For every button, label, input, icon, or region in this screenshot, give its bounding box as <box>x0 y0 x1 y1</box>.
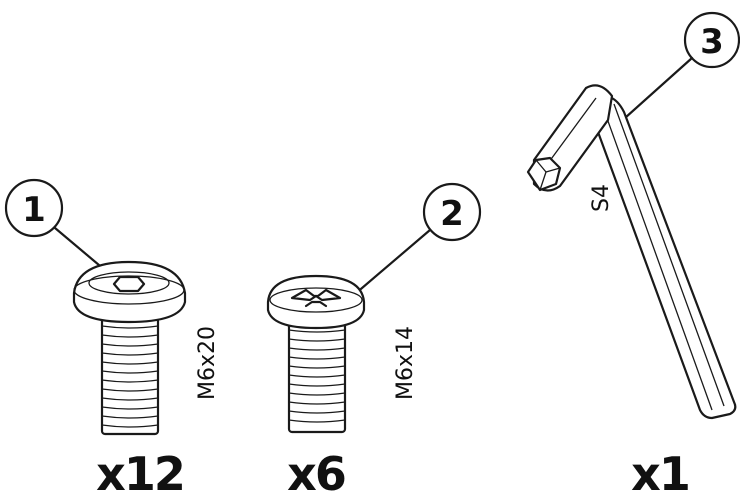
thread-line <box>101 406 159 410</box>
callout-2-bubble: 2 <box>422 182 482 242</box>
thread-line <box>101 361 159 365</box>
part-2-spec: M6x14 <box>393 326 418 400</box>
callout-3-leader <box>614 56 694 128</box>
thread-line <box>101 334 159 338</box>
thread-line <box>101 325 159 329</box>
thread-line <box>101 415 159 419</box>
thread-line <box>288 392 346 396</box>
callout-1-bubble: 1 <box>4 178 64 238</box>
part-1: 1 M6x20 x12 <box>4 178 220 497</box>
callout-1-number: 1 <box>22 190 46 230</box>
thread-line <box>101 343 159 347</box>
part-3-spec: S4 <box>589 184 614 212</box>
thread-line <box>101 370 159 374</box>
thread-line <box>288 401 346 405</box>
part-1-quantity: x12 <box>96 447 184 497</box>
part-3-quantity: x1 <box>631 447 689 497</box>
part-2-quantity: x6 <box>287 447 345 497</box>
callout-2-number: 2 <box>440 194 464 234</box>
thread-line <box>288 419 346 423</box>
thread-line <box>288 365 346 369</box>
callout-3-number: 3 <box>700 22 724 62</box>
thread-line <box>101 424 159 428</box>
part-3: 3 S4 x1 <box>526 11 740 497</box>
thread-line <box>101 388 159 392</box>
part-2: 2 M6x14 x6 <box>266 182 482 497</box>
thread-line <box>288 374 346 378</box>
thread-line <box>101 379 159 383</box>
button-head-hex-socket-bolt-icon <box>72 260 187 436</box>
thread-line <box>288 356 346 360</box>
thread-line <box>288 410 346 414</box>
thread-line <box>288 383 346 387</box>
thread-line <box>288 338 346 342</box>
hex-allen-key-icon <box>526 84 737 420</box>
thread-line <box>101 397 159 401</box>
callout-3-bubble: 3 <box>683 11 740 69</box>
part-1-spec: M6x20 <box>195 326 220 400</box>
callout-2-leader <box>346 228 432 302</box>
thread-line <box>288 329 346 333</box>
thread-line <box>101 352 159 356</box>
thread-line <box>288 347 346 351</box>
pan-head-phillips-screw-icon <box>266 274 366 434</box>
